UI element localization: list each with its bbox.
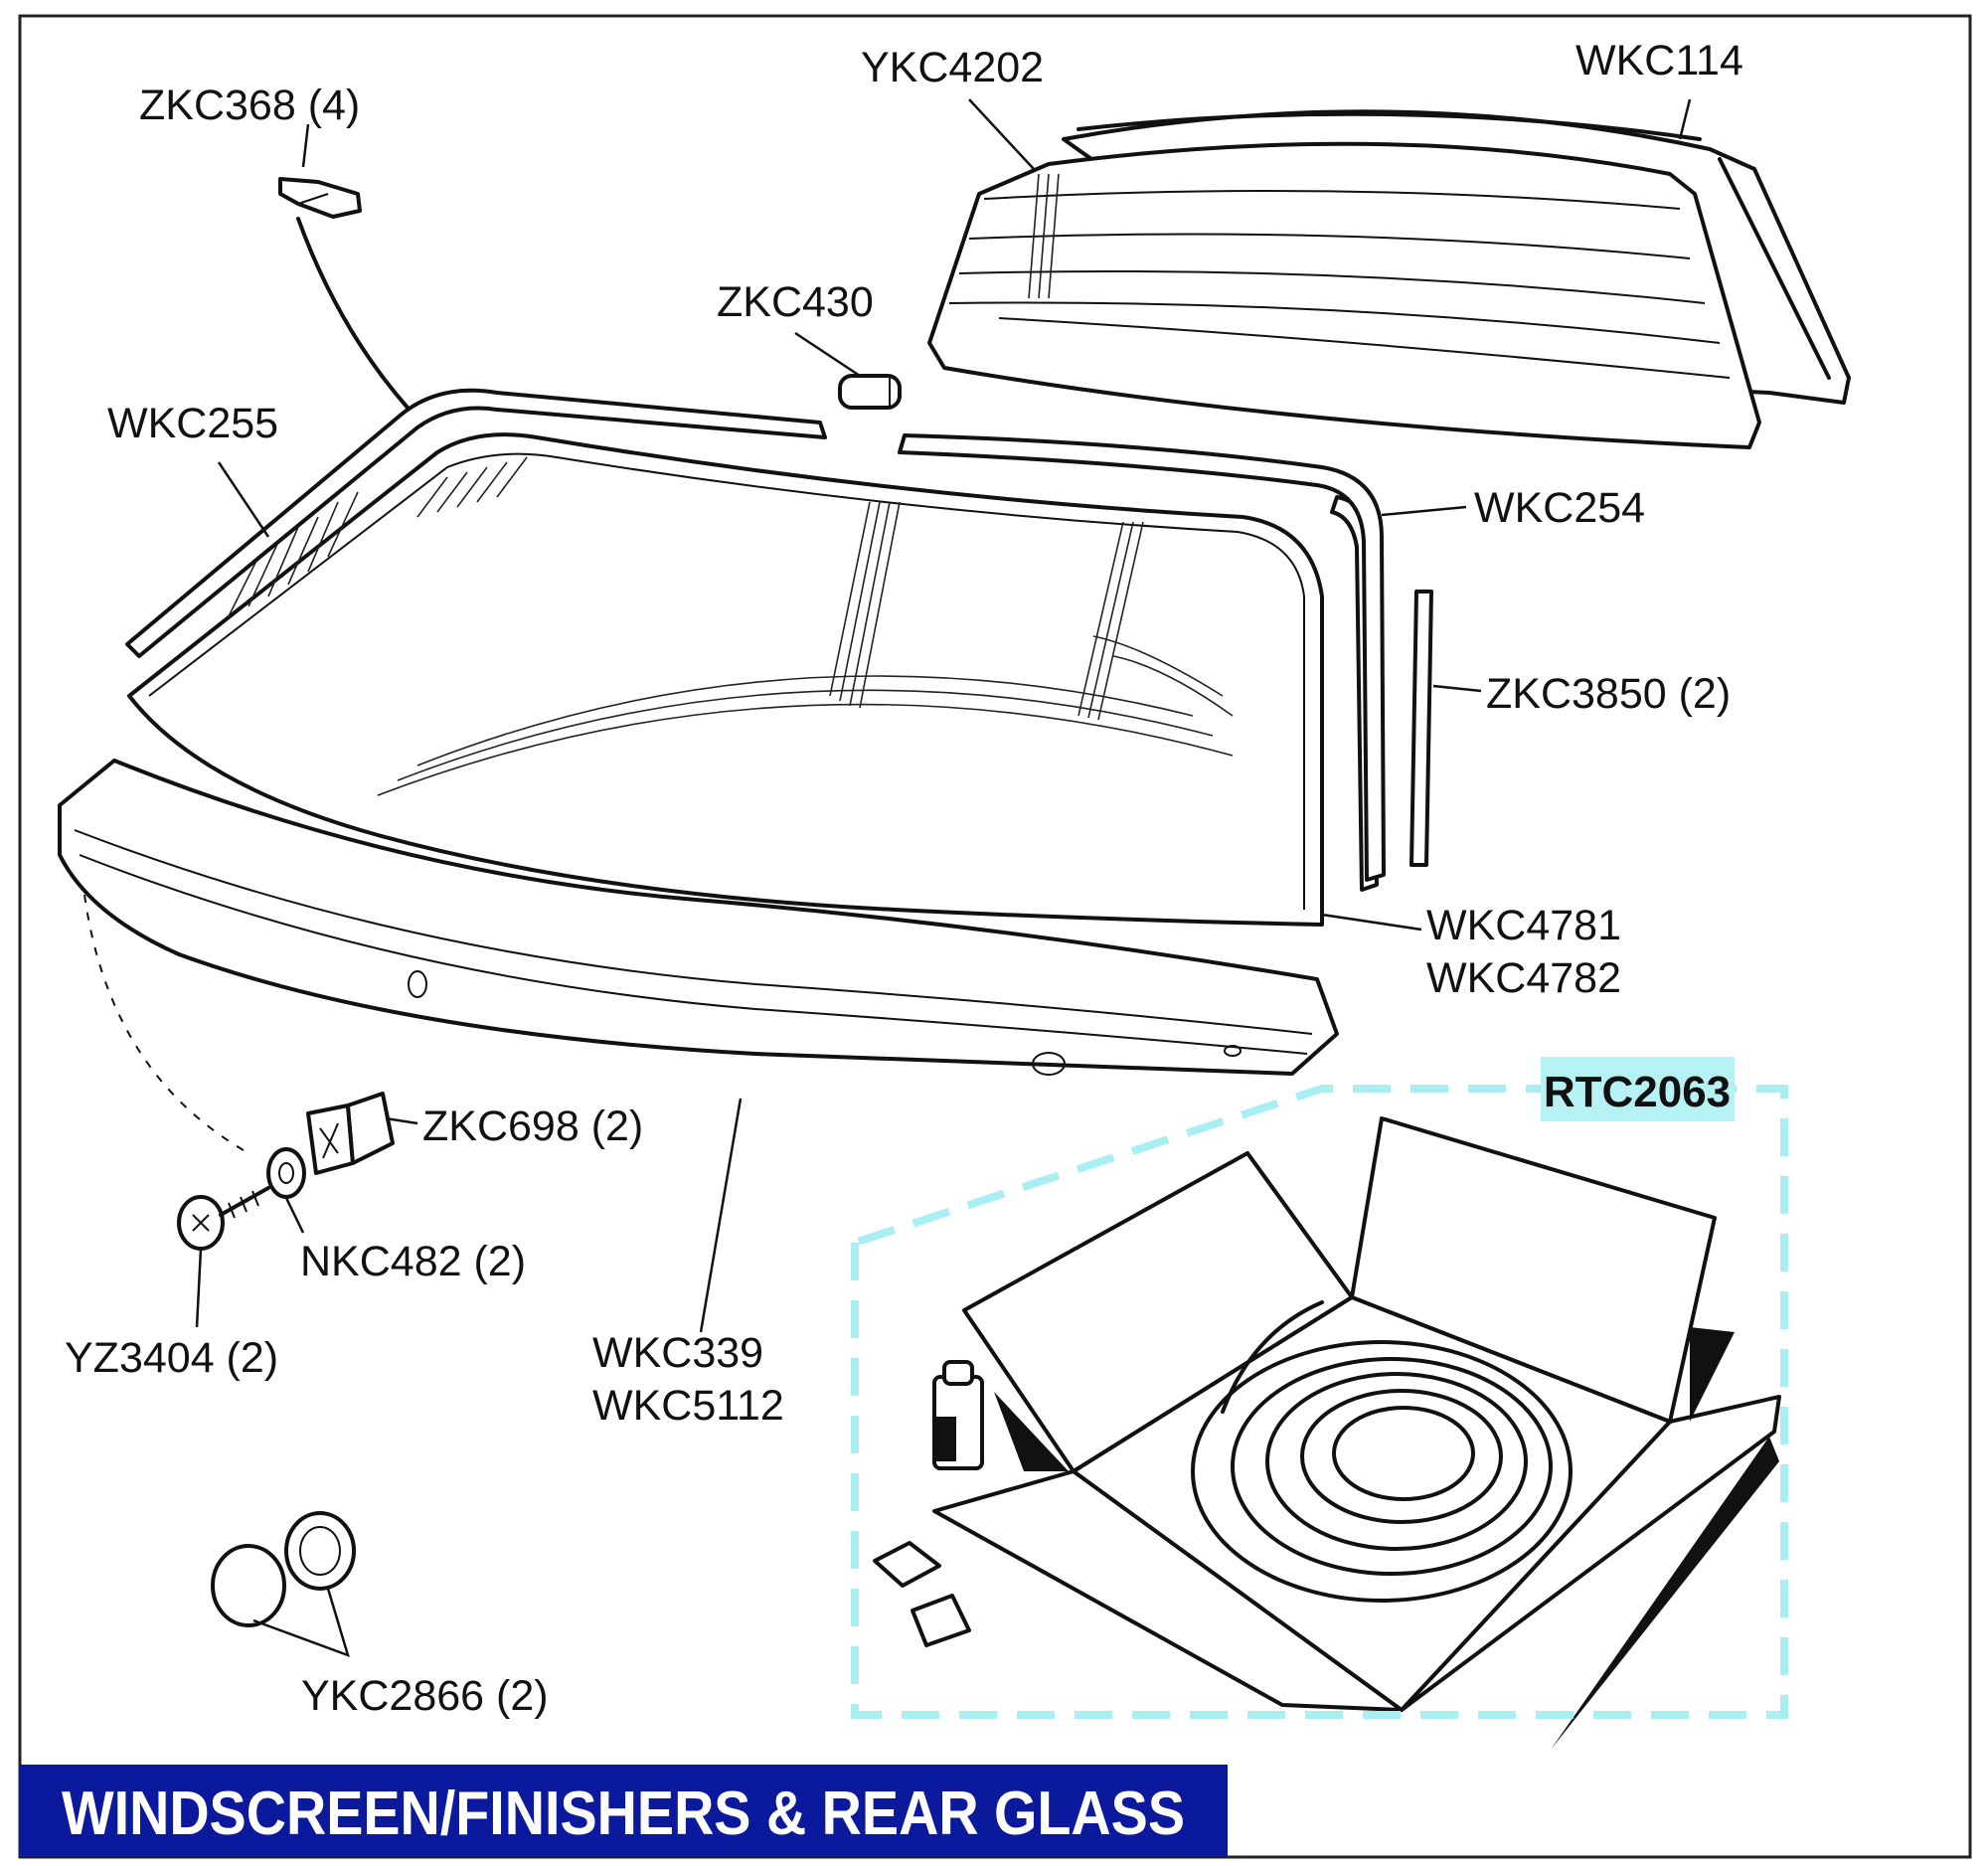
label-wkc254: WKC254 <box>1474 484 1645 532</box>
leader-lines <box>195 98 1692 1658</box>
label-wkc4781: WKC4781 <box>1426 902 1621 949</box>
label-zkc430: ZKC430 <box>717 278 874 326</box>
label-ykc4202: YKC4202 <box>861 44 1044 91</box>
wkc254-finisher-drawing <box>898 433 1386 882</box>
label-zkc368: ZKC368 (4) <box>139 82 360 129</box>
fixings-drawing <box>177 1092 395 1251</box>
label-wkc4782: WKC4782 <box>1426 954 1621 1002</box>
zkc368-clip-drawing <box>278 177 410 410</box>
label-zkc3850: ZKC3850 (2) <box>1486 670 1731 718</box>
kit-label-background <box>1541 1057 1735 1121</box>
ykc2866-caps-drawing <box>211 1511 356 1627</box>
label-ykc2866: YKC2866 (2) <box>301 1672 549 1720</box>
label-nkc482: NKC482 (2) <box>300 1238 526 1285</box>
kit-label: RTC2063 <box>1544 1068 1731 1116</box>
page-title: WINDSCREEN/FINISHERS & REAR GLASS <box>62 1780 1185 1848</box>
windscreen-drawing <box>127 432 1379 927</box>
wkc255-finisher-drawing <box>125 388 827 658</box>
wkc339-finisher-drawing <box>58 759 1339 1154</box>
zkc3850-strip-drawing <box>1409 590 1433 867</box>
label-wkc255: WKC255 <box>107 400 278 447</box>
label-wkc339: WKC339 <box>592 1329 763 1377</box>
label-zkc698: ZKC698 (2) <box>422 1103 643 1150</box>
part-labels: ZKC368 (4) YKC4202 WKC114 ZKC430 WKC255 … <box>65 37 1743 1720</box>
label-yz3404: YZ3404 (2) <box>65 1334 278 1382</box>
label-wkc114: WKC114 <box>1575 37 1743 85</box>
rear-glass-drawing <box>927 109 1851 449</box>
label-wkc5112: WKC5112 <box>592 1382 784 1430</box>
zkc430-connector-drawing <box>838 374 902 410</box>
sealing-kit-drawing <box>873 1116 1781 1750</box>
title-bar <box>20 1765 1228 1857</box>
kit-dashed-outline <box>851 1085 1788 1719</box>
